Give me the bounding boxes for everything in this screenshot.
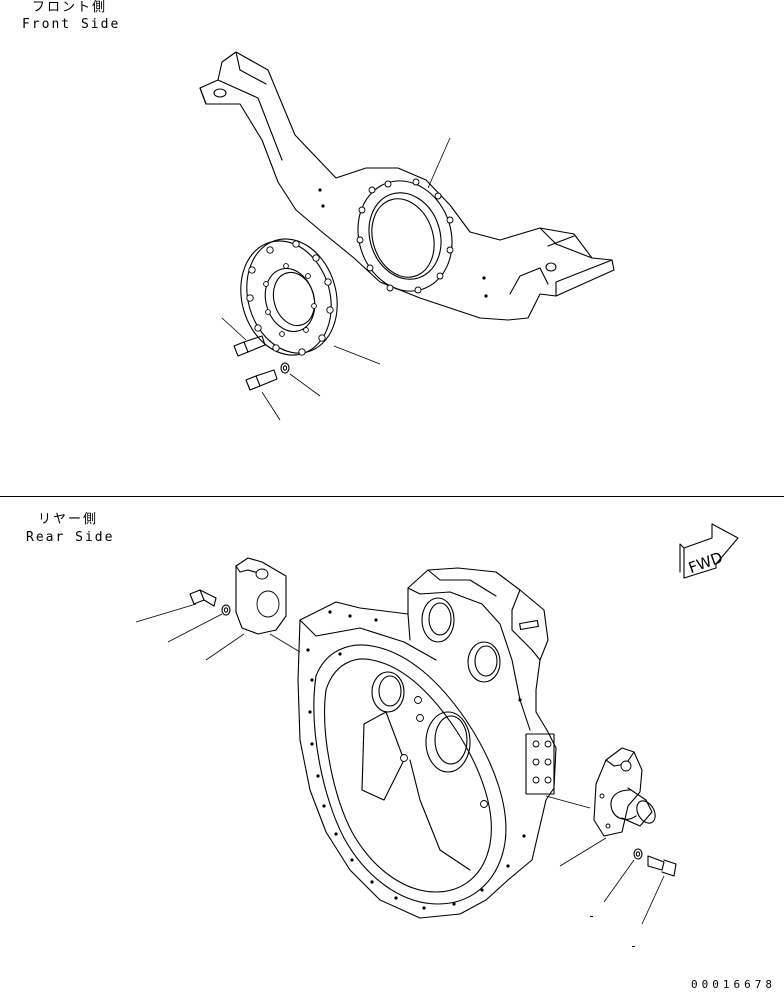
figure-number: 00016678 — [691, 978, 776, 991]
front-side-label-jp: フロント側 — [32, 0, 108, 15]
front-washer — [280, 362, 321, 397]
rear-washer-left — [167, 604, 231, 643]
rear-side-label-jp: リヤー側 — [38, 512, 99, 527]
rear-mount-bracket-right — [545, 747, 656, 867]
rear-washer-right — [603, 848, 643, 903]
rear-bolt-right — [641, 855, 677, 925]
fwd-direction-arrow: FWD — [679, 523, 739, 579]
front-support-bracket — [199, 51, 615, 321]
rear-mount-bracket-left — [205, 557, 301, 661]
fwd-label: FWD — [686, 548, 725, 577]
rear-bolt-left — [135, 589, 217, 623]
front-coupling-flange — [240, 238, 381, 365]
flywheel-housing — [297, 567, 557, 919]
front-side-label: Front Side — [22, 17, 121, 32]
leader-tick-marks — [590, 916, 635, 947]
front-bolt-lower — [245, 369, 281, 421]
front-bolt-upper — [221, 317, 266, 357]
rear-side-label: Rear Side — [26, 530, 115, 545]
section-divider — [0, 496, 784, 497]
